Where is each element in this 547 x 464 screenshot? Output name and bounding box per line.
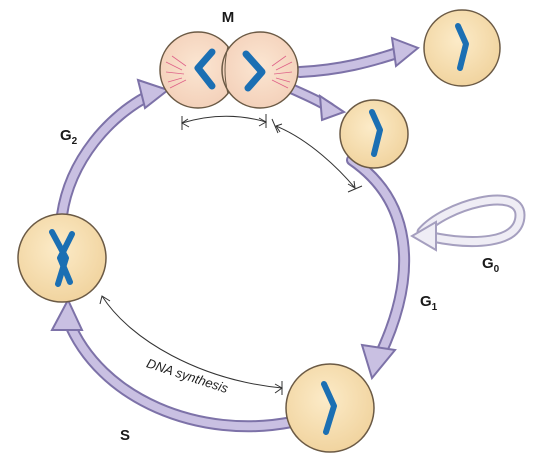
m-duration-arrow bbox=[181, 115, 267, 124]
g1-chromosome bbox=[321, 381, 337, 435]
label-dna-synthesis: DNA synthesis bbox=[145, 355, 231, 396]
dna-synthesis-arrow bbox=[101, 295, 283, 389]
g1-duration-arrow bbox=[275, 125, 356, 189]
label-g2-letter: G bbox=[60, 127, 72, 144]
exit-chromosome bbox=[455, 23, 469, 71]
label-g1: G1 bbox=[420, 293, 438, 313]
label-g2-sub: 2 bbox=[72, 136, 78, 147]
label-m: M bbox=[222, 9, 235, 26]
g0-arrowhead bbox=[410, 220, 437, 252]
exit-arrowhead bbox=[390, 36, 420, 68]
g2-arc bbox=[56, 89, 156, 221]
chromatid-right bbox=[242, 50, 266, 92]
mitotic-cell bbox=[159, 31, 299, 109]
s-arrowhead bbox=[50, 297, 84, 331]
g0-loop bbox=[410, 194, 526, 252]
daughter-chromosome bbox=[369, 109, 383, 157]
label-s: S bbox=[120, 427, 130, 444]
g1-arrowhead bbox=[360, 343, 397, 381]
x-chromosome-b bbox=[57, 231, 75, 285]
label-g0-sub: 0 bbox=[494, 264, 500, 275]
daughter-cell bbox=[339, 99, 409, 169]
label-g2: G2 bbox=[60, 127, 78, 147]
duration-arrows bbox=[99, 114, 363, 395]
exit-cell bbox=[423, 9, 501, 87]
g2-arrowhead bbox=[136, 78, 171, 110]
g1-cell bbox=[285, 363, 375, 453]
g2-cell bbox=[17, 213, 107, 303]
cycle-arrows bbox=[50, 36, 420, 433]
label-g1-sub: 1 bbox=[432, 302, 438, 313]
chromatid-left bbox=[194, 48, 216, 90]
x-chromosome-a bbox=[49, 229, 69, 287]
label-g0: G0 bbox=[482, 255, 500, 275]
label-g1-letter: G bbox=[420, 293, 432, 310]
daughter-arrowhead bbox=[318, 94, 347, 122]
label-g0-letter: G bbox=[482, 255, 494, 272]
spindle-fibers bbox=[165, 55, 293, 89]
